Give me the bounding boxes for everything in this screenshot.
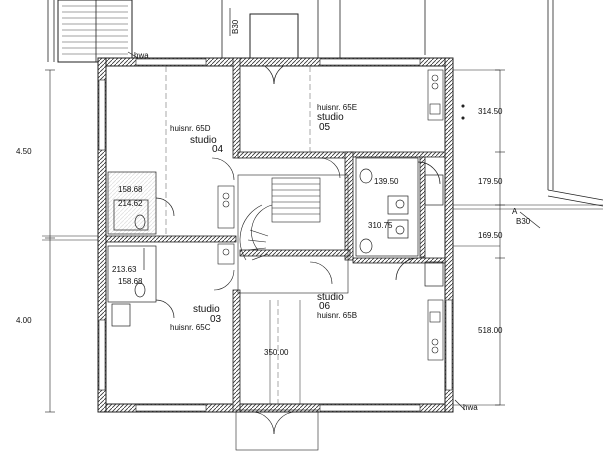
marker-b30-right: B30 — [516, 217, 531, 226]
studio-06-label: studio — [317, 292, 344, 303]
studio-04-label: studio — [190, 135, 217, 146]
studio-05-house-number: huisnr. 65E — [317, 103, 357, 112]
marker-hwa-top: hwa — [134, 51, 149, 60]
support-lines — [42, 204, 603, 404]
dim-small-6: 310.75 — [368, 221, 393, 230]
stairwell — [237, 174, 349, 294]
marker-hwa-bottom: hwa — [463, 403, 478, 412]
marker-symbols — [127, 8, 541, 411]
dim-left-upper: 4.50 — [16, 147, 32, 156]
dim-bottom-center: 350.00 — [264, 348, 289, 357]
bathrooms-left — [107, 171, 175, 327]
dim-right-4: 518.00 — [478, 326, 503, 335]
dim-small-1: 158.68 — [118, 185, 143, 194]
dimension-lines-left — [45, 69, 55, 413]
kitchen-units — [217, 69, 444, 361]
reference-lines — [165, 66, 311, 404]
marker-b30-top: B30 — [231, 19, 240, 34]
dimension-lines-right — [453, 69, 505, 406]
dim-right-2: 179.50 — [478, 177, 503, 186]
top-right-boundary — [424, 0, 603, 207]
outer-walls — [97, 57, 454, 413]
studio-05-number: 05 — [319, 122, 331, 133]
studio-06-number: 06 — [319, 301, 331, 312]
marker-a-right: A — [512, 207, 518, 216]
bathrooms-right — [355, 157, 444, 287]
dim-small-4: 158.68 — [118, 277, 143, 286]
dim-right-3: 169.50 — [478, 231, 503, 240]
studio-03-label: studio — [193, 304, 220, 315]
dim-right-1: 314.50 — [478, 107, 503, 116]
top-stair-block — [47, 0, 133, 63]
dim-small-3: 213.63 — [112, 265, 137, 274]
dim-small-5: 139.50 — [374, 177, 399, 186]
doors — [211, 157, 341, 451]
dim-small-2: 214.62 — [118, 199, 143, 208]
studio-04-house-number: huisnr. 65D — [170, 124, 211, 133]
studio-06-house-number: huisnr. 65B — [317, 311, 357, 320]
dim-left-lower: 4.00 — [16, 316, 32, 325]
studio-03-house-number: huisnr. 65C — [170, 323, 211, 332]
interior-walls — [105, 57, 446, 413]
studio-03-number: 03 — [210, 314, 222, 325]
studio-05-label: studio — [317, 112, 344, 123]
windows — [98, 58, 453, 412]
studio-04-number: 04 — [212, 144, 224, 155]
